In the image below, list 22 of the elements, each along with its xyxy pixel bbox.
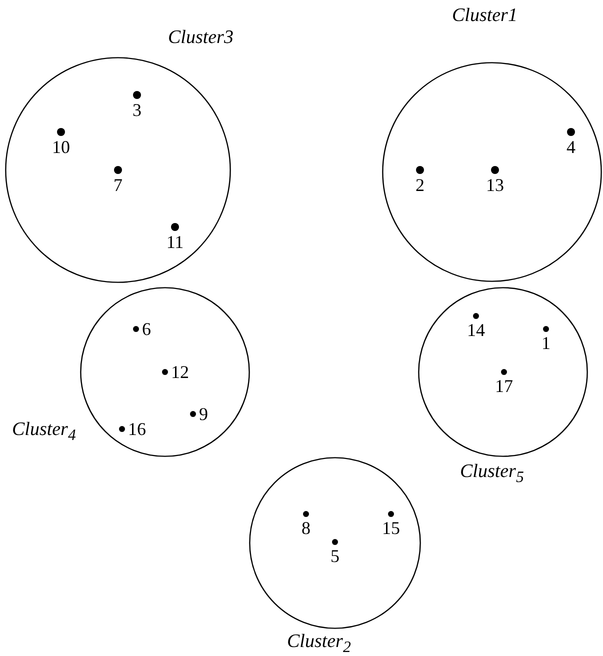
cluster-label: Cluster3 <box>168 28 234 48</box>
cluster-label: Cluster$_{4}$ <box>12 420 76 446</box>
point-label: 8 <box>302 518 310 538</box>
point-label: 16 <box>128 419 146 439</box>
point-label: 9 <box>199 404 208 424</box>
point-label: 5 <box>330 546 340 566</box>
point-label: 10 <box>52 137 70 157</box>
point-label: 1 <box>542 333 550 353</box>
point-label: 4 <box>566 137 576 157</box>
point-label: 14 <box>467 320 485 340</box>
cluster-label: Cluster$_{5}$ <box>460 462 524 488</box>
point-label: 15 <box>382 518 400 538</box>
point-label: 17 <box>495 376 513 396</box>
point-label: 2 <box>416 175 424 195</box>
point-label: 6 <box>142 319 151 339</box>
cluster-label: Cluster1 <box>452 6 518 26</box>
point-label: 11 <box>166 232 184 252</box>
point-label: 12 <box>171 362 189 382</box>
point-label: 13 <box>486 175 504 195</box>
point-label: 7 <box>114 175 122 195</box>
point-label: 3 <box>132 100 142 120</box>
cluster-label: Cluster$_{2}$ <box>287 632 351 656</box>
